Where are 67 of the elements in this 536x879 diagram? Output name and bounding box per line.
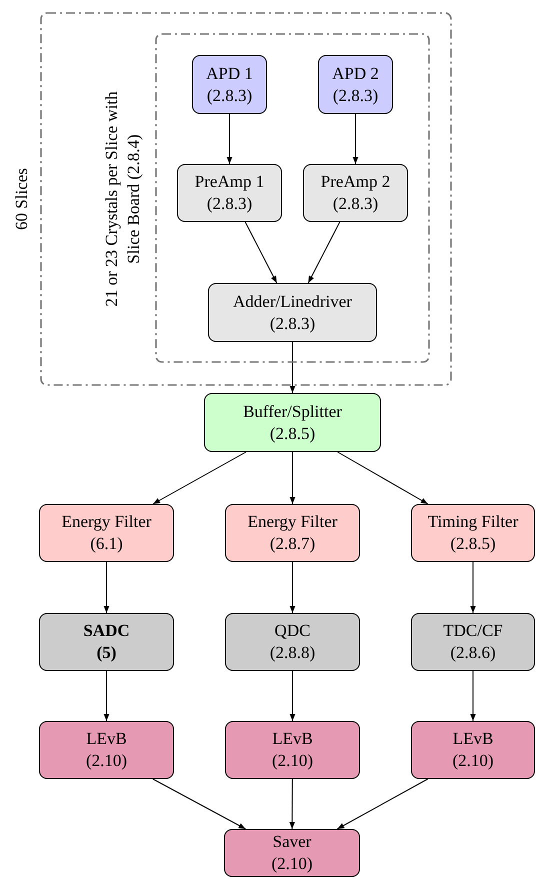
arrow — [104, 562, 110, 614]
arrow — [336, 778, 428, 830]
section-number: (2.8.7) — [270, 533, 316, 555]
arrow — [244, 222, 278, 284]
process-box — [192, 55, 267, 114]
process-box — [208, 283, 377, 342]
box-title: Adder/Linedriver — [233, 290, 352, 312]
process-box — [224, 829, 360, 877]
section-number: (2.8.5) — [270, 422, 316, 444]
process-box — [225, 721, 360, 779]
process-box — [177, 164, 282, 222]
process-box — [225, 613, 360, 671]
section-number: (2.10) — [452, 750, 494, 772]
section-number: (6.1) — [90, 533, 123, 555]
box-title: LEvB — [86, 728, 127, 750]
box-title: APD 1 — [206, 62, 253, 84]
arrow — [290, 670, 296, 722]
process-box — [204, 393, 381, 452]
section-number: (5) — [96, 642, 116, 664]
process-box — [411, 504, 535, 562]
section-number: (2.8.3) — [206, 84, 252, 106]
process-box — [39, 613, 174, 671]
process-box — [39, 504, 174, 562]
arrow — [308, 222, 340, 284]
arrow — [152, 778, 246, 830]
arrow — [290, 342, 296, 394]
box-title: Energy Filter — [248, 511, 338, 533]
section-number: (2.8.5) — [450, 533, 496, 555]
arrow — [470, 562, 476, 614]
process-box — [225, 504, 360, 562]
process-box — [411, 613, 535, 671]
box-title: QDC — [274, 620, 310, 642]
process-box — [411, 721, 535, 779]
box-title: Timing Filter — [428, 511, 518, 533]
section-number: (2.10) — [272, 750, 314, 772]
box-title: PreAmp 1 — [194, 171, 264, 193]
group-label: 60 Slices — [11, 167, 32, 232]
process-box — [318, 55, 393, 114]
section-number: (2.8.3) — [332, 193, 378, 215]
box-title: SADC — [83, 620, 130, 642]
box-title: LEvB — [452, 728, 494, 750]
arrow — [290, 562, 296, 614]
section-number: (2.8.3) — [270, 312, 316, 334]
arrow — [226, 114, 232, 164]
section-number: (2.8.6) — [450, 642, 496, 664]
box-title: Energy Filter — [62, 511, 152, 533]
arrow — [290, 452, 296, 504]
box-title: LEvB — [272, 728, 313, 750]
box-title: Buffer/Splitter — [243, 400, 342, 422]
box-title: TDC/CF — [443, 620, 503, 642]
arrow — [289, 778, 295, 830]
group-label: 21 or 23 Crystals per Slice with Slice Board (2.8.4) — [101, 90, 144, 309]
arrow — [470, 670, 476, 722]
section-number: (2.10) — [271, 853, 313, 875]
arrow — [337, 452, 428, 504]
arrow — [104, 670, 110, 722]
process-box — [39, 721, 174, 779]
process-box — [303, 164, 408, 222]
box-title: Saver — [272, 831, 312, 853]
section-number: (2.8.3) — [206, 193, 252, 215]
arrow — [352, 114, 358, 164]
section-number: (2.10) — [86, 750, 128, 772]
section-number: (2.8.8) — [270, 642, 316, 664]
box-title: PreAmp 2 — [320, 171, 390, 193]
arrow — [152, 452, 246, 504]
section-number: (2.8.3) — [332, 84, 378, 106]
box-title: APD 2 — [332, 62, 379, 84]
